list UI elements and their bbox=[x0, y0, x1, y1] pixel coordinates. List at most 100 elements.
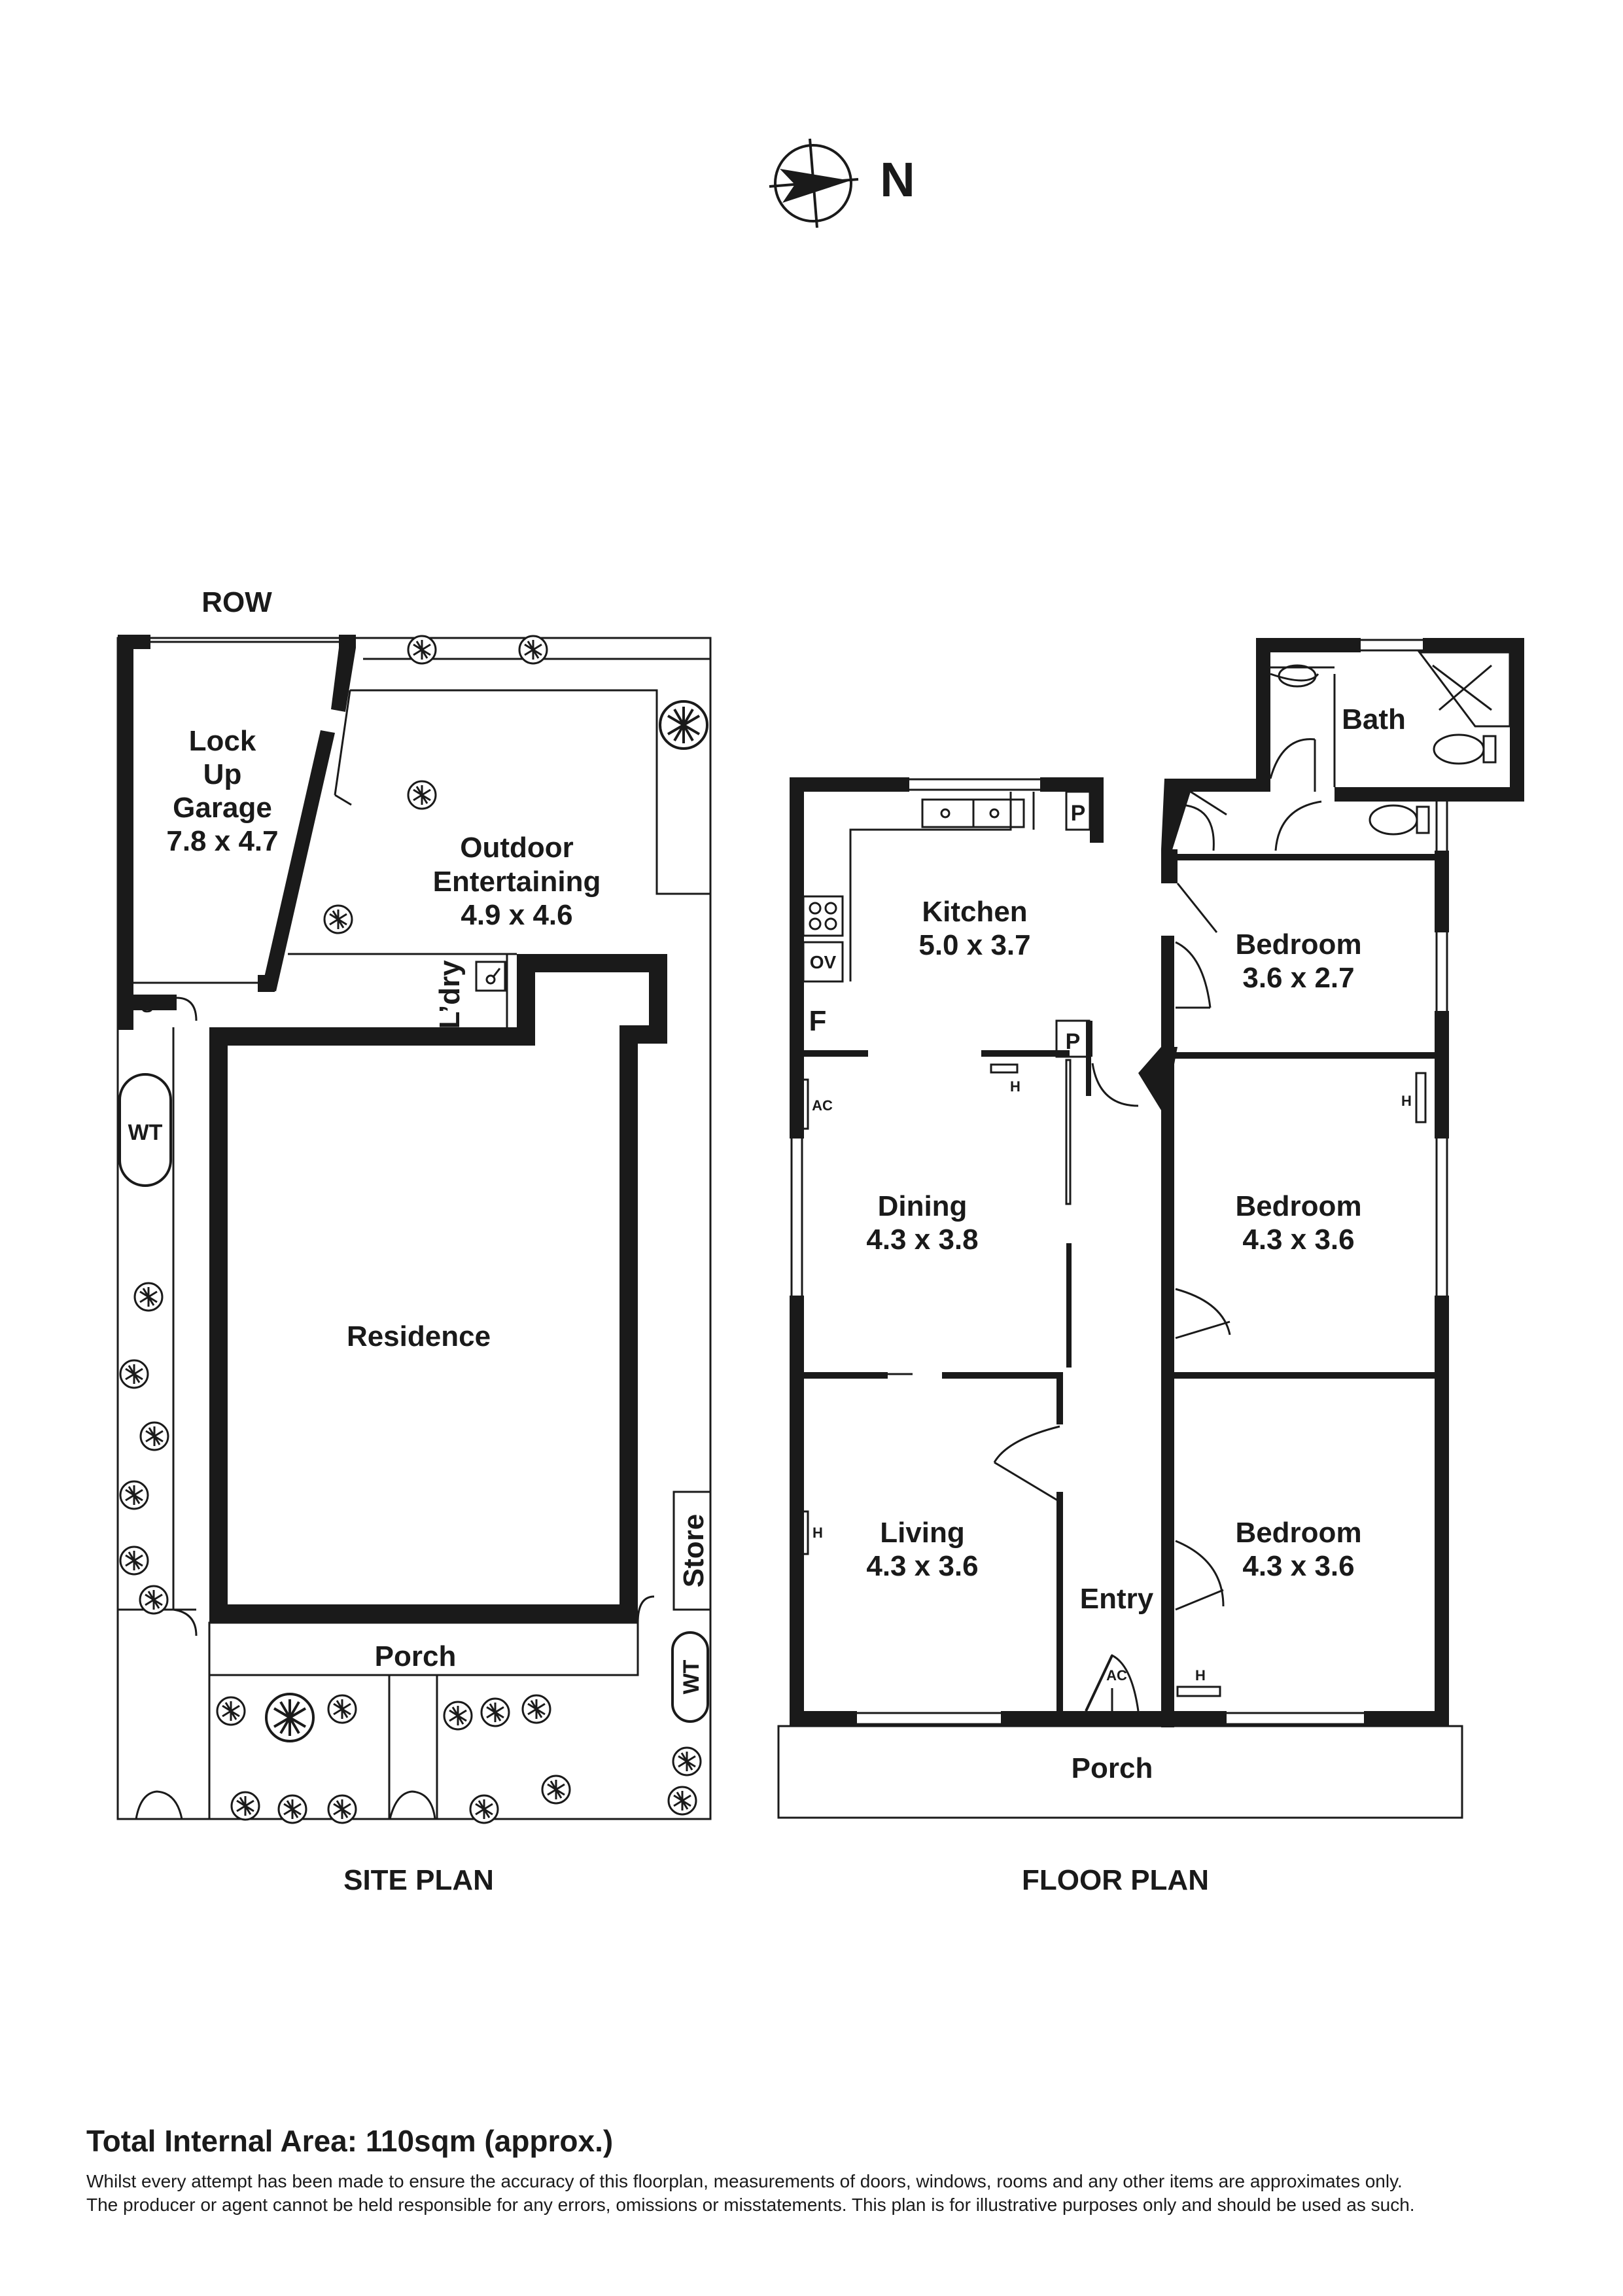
shrub-icon bbox=[323, 904, 353, 934]
floor-plan: Bath Kitchen 5.0 x 3.7 Bedroom 3.6 x 2.7… bbox=[777, 637, 1524, 1896]
bedroom3-label: Bedroom bbox=[1235, 1517, 1361, 1549]
row-label: ROW bbox=[201, 586, 272, 618]
laundry-tub-icon bbox=[475, 961, 506, 992]
site-plan: ROW Lock Up Garage 7.8 x 4.7 Outdoor Ent… bbox=[116, 586, 712, 1896]
shrub-icon bbox=[541, 1775, 571, 1805]
front-door[interactable] bbox=[1085, 1653, 1140, 1712]
shrub-icon bbox=[277, 1794, 307, 1824]
dining-label: Dining bbox=[878, 1190, 968, 1222]
toilet-bath-icon bbox=[1433, 733, 1485, 765]
toilet-wc-icon bbox=[1369, 804, 1418, 836]
kitchen-dimensions: 5.0 x 3.7 bbox=[918, 929, 1030, 961]
living-label: Living bbox=[880, 1517, 965, 1549]
shrub-icon bbox=[230, 1791, 260, 1821]
heater-bed3-label: H bbox=[1195, 1667, 1206, 1684]
ac-entry-label: AC bbox=[1106, 1667, 1127, 1684]
shrub-icon bbox=[139, 1585, 169, 1615]
water-tank-side-label: WT bbox=[128, 1120, 163, 1145]
garage-dimensions: 7.8 x 4.7 bbox=[166, 825, 278, 857]
total-area: Total Internal Area: 110sqm (approx.) bbox=[86, 2124, 614, 2158]
garage-label-line2: Up bbox=[203, 758, 242, 790]
shrub-icon bbox=[518, 635, 548, 665]
shrub-icon bbox=[119, 1545, 149, 1576]
pantry2-label: P bbox=[1066, 1029, 1081, 1054]
shrub-icon bbox=[119, 1359, 149, 1389]
outdoor-label-line1: Outdoor bbox=[460, 832, 574, 864]
shrub-icon bbox=[216, 1696, 246, 1726]
oven-label: OV bbox=[810, 952, 837, 972]
shrub-icon bbox=[667, 1786, 697, 1816]
heater-dining-unit bbox=[990, 1063, 1019, 1074]
outdoor-label-line2: Entertaining bbox=[433, 866, 601, 898]
bedroom2-label: Bedroom bbox=[1235, 1190, 1361, 1222]
garage-label-line3: Garage bbox=[173, 792, 272, 824]
shrub-icon bbox=[480, 1697, 510, 1727]
living-dimensions: 4.3 x 3.6 bbox=[866, 1550, 978, 1582]
bath-label: Bath bbox=[1342, 703, 1406, 735]
shrub-icon bbox=[521, 1694, 551, 1724]
water-tank-front-label: WT bbox=[679, 1659, 704, 1694]
oven bbox=[802, 941, 844, 983]
disclaimer-line-1: Whilst every attempt has been made to en… bbox=[86, 2171, 1403, 2191]
pantry1-label: P bbox=[1071, 801, 1086, 826]
pantry-top bbox=[1065, 790, 1091, 831]
garage-wall bbox=[118, 635, 133, 1027]
shrub-icon bbox=[443, 1701, 473, 1731]
site-porch-label: Porch bbox=[375, 1640, 457, 1672]
site-plan-title: SITE PLAN bbox=[343, 1864, 494, 1896]
north-label: N bbox=[880, 152, 915, 207]
fridge-label: F bbox=[809, 1005, 827, 1037]
residence-label: Residence bbox=[347, 1320, 491, 1352]
garage-label-line1: Lock bbox=[189, 725, 256, 757]
water-tank-front-icon bbox=[671, 1631, 709, 1723]
bath-basin-icon bbox=[1278, 664, 1317, 688]
heater-bed2-label: H bbox=[1401, 1093, 1412, 1109]
shrub-icon bbox=[327, 1794, 357, 1824]
corridor-wall-east bbox=[1161, 1053, 1174, 1727]
floor-plan-title: FLOOR PLAN bbox=[1022, 1864, 1209, 1896]
bedroom1-label: Bedroom bbox=[1235, 928, 1361, 961]
ac-dining-label: AC bbox=[812, 1097, 833, 1114]
ac-dining-unit bbox=[797, 1078, 809, 1130]
compass-circle bbox=[774, 144, 852, 222]
tree-icon bbox=[265, 1693, 315, 1742]
outdoor-dimensions: 4.9 x 4.6 bbox=[461, 899, 572, 931]
shed-label: S bbox=[141, 996, 154, 1016]
water-tank-side-icon bbox=[118, 1073, 172, 1187]
bedroom2-dimensions: 4.3 x 3.6 bbox=[1242, 1224, 1354, 1256]
bedroom3-dimensions: 4.3 x 3.6 bbox=[1242, 1550, 1354, 1582]
shrub-icon bbox=[119, 1480, 149, 1510]
heater-living-label: H bbox=[812, 1525, 823, 1541]
shrub-icon bbox=[327, 1694, 357, 1724]
shrub-icon bbox=[407, 635, 437, 665]
floor-porch-label: Porch bbox=[1072, 1752, 1153, 1784]
heater-living-unit bbox=[797, 1510, 809, 1555]
disclaimer-line-2: The producer or agent cannot be held res… bbox=[86, 2195, 1415, 2215]
heater-bed3-unit bbox=[1176, 1686, 1221, 1697]
shrub-icon bbox=[469, 1794, 499, 1824]
bath-wall-west bbox=[1256, 638, 1270, 792]
shrub-icon bbox=[139, 1421, 169, 1451]
heater-bed2-unit bbox=[1415, 1072, 1427, 1123]
laundry-label: L’dry bbox=[434, 960, 466, 1029]
shrub-icon bbox=[407, 780, 437, 810]
compass: N bbox=[769, 138, 915, 228]
store-label: Store bbox=[678, 1514, 710, 1587]
store bbox=[672, 1491, 712, 1611]
compass-arrow-icon bbox=[780, 169, 850, 203]
tree-icon bbox=[659, 700, 708, 750]
site-porch bbox=[208, 1621, 639, 1676]
shrub-icon bbox=[133, 1282, 164, 1312]
entry-label: Entry bbox=[1080, 1583, 1154, 1615]
cooktop-icon bbox=[802, 895, 844, 937]
dining-dimensions: 4.3 x 3.8 bbox=[866, 1224, 978, 1256]
kitchen-bench bbox=[849, 792, 1012, 981]
shower-icon bbox=[1417, 651, 1511, 728]
heater-dining-label: H bbox=[1010, 1078, 1021, 1095]
bedroom1-dimensions: 3.6 x 2.7 bbox=[1242, 962, 1354, 994]
floor-porch bbox=[777, 1725, 1463, 1819]
kitchen-label: Kitchen bbox=[922, 896, 1027, 928]
residence-walls bbox=[209, 954, 667, 1623]
shrub-icon bbox=[672, 1746, 702, 1776]
